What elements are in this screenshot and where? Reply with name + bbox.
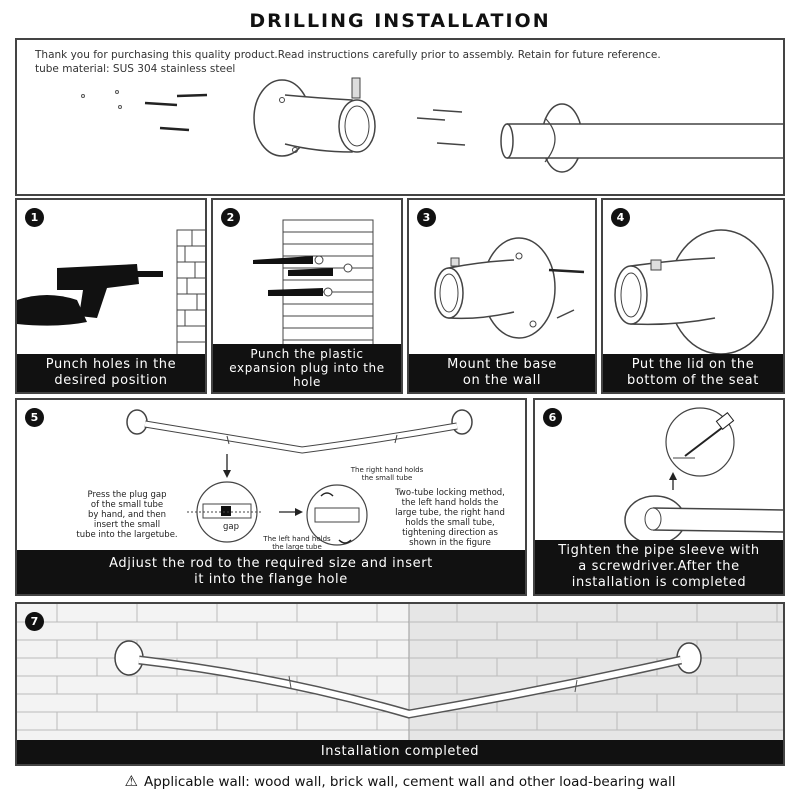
step-5-panel: 5 Press the plug gap of the small tube b… [15, 398, 527, 596]
step-6-caption: Tighten the pipe sleeve with a screwdriv… [535, 540, 783, 594]
intro-line-2: tube material: SUS 304 stainless steel [35, 63, 236, 75]
plug-dot [118, 105, 122, 109]
step-5-left-note: Press the plug gap of the small tube by … [76, 490, 178, 540]
step-7-badge: 7 [25, 612, 44, 631]
method-note: Two-tube locking method, the left hand h… [395, 488, 505, 548]
step-1-caption: Punch holes in the desired position [17, 354, 205, 392]
step-6-badge: 6 [543, 408, 562, 427]
footer-note: ⚠ Applicable wall: wood wall, brick wall,… [0, 772, 800, 790]
step-2-panel: 2 Punch the plastic expansion plug into … [211, 198, 403, 394]
left-flange [114, 640, 144, 676]
parts-illustration [81, 77, 783, 173]
screwdriver-illustration [624, 407, 783, 545]
brick-wall-left [17, 604, 409, 744]
step-5-badge: 5 [25, 408, 44, 427]
step-4-caption: Put the lid on the bottom of the seat [603, 354, 783, 392]
lid-illustration [614, 229, 774, 355]
step-3-panel: 3 Mount the base on the wall [407, 198, 597, 394]
screwdriver-icon [684, 423, 728, 457]
rod-adjust-illustration [126, 409, 473, 546]
brick-wall [282, 219, 374, 349]
step-7-panel: 7 Installation completed [15, 602, 785, 766]
step-1-badge: 1 [25, 208, 44, 227]
step-2-badge: 2 [221, 208, 240, 227]
step-3-badge: 3 [417, 208, 436, 227]
set-screw [351, 77, 361, 99]
gap-label: gap [223, 522, 239, 532]
installed-rod-illustration [17, 604, 783, 744]
right-hand-note: The right hand holds the small tube [350, 466, 424, 482]
page-title: DRILLING INSTALLATION [249, 10, 551, 32]
step-2-caption: Punch the plastic expansion plug into th… [213, 344, 401, 392]
step-4-panel: 4 Put the lid on the bottom of the seat [601, 198, 785, 394]
step-3-caption: Mount the base on the wall [409, 354, 595, 392]
intro-text: Thank you for purchasing this quality pr… [35, 48, 661, 76]
step-5-caption: Adjiust the rod to the required size and… [17, 550, 525, 594]
intro-panel: Thank you for purchasing this quality pr… [15, 38, 785, 196]
plug-dot [81, 94, 85, 98]
step-1-panel: 1 Punch holes in the desired position [15, 198, 207, 394]
mount-base-illustration [434, 237, 585, 339]
drill-illustration [17, 229, 205, 361]
warning-triangle-icon: ⚠ [124, 772, 138, 790]
expansion-plug-icon [253, 256, 333, 296]
rod-end [500, 123, 514, 159]
drill-icon [17, 264, 163, 326]
left-hand-note: The left hand holds the large tube [263, 535, 331, 551]
nail-icon [416, 109, 466, 146]
step-6-panel: 6 Tighten the pipe sleeve with a screwdr… [533, 398, 785, 596]
zoom-screw-icon [665, 407, 735, 477]
footer-text: Applicable wall: wood wall, brick wall, … [143, 774, 676, 790]
step-4-badge: 4 [611, 208, 630, 227]
intro-line-1: Thank you for purchasing this quality pr… [35, 49, 661, 61]
step-7-caption: Installation completed [17, 740, 783, 764]
screw-icon [548, 268, 585, 274]
plug-dot [115, 90, 119, 94]
screw-icon [144, 93, 208, 132]
right-flange [676, 642, 702, 674]
plug-illustration [253, 219, 374, 349]
